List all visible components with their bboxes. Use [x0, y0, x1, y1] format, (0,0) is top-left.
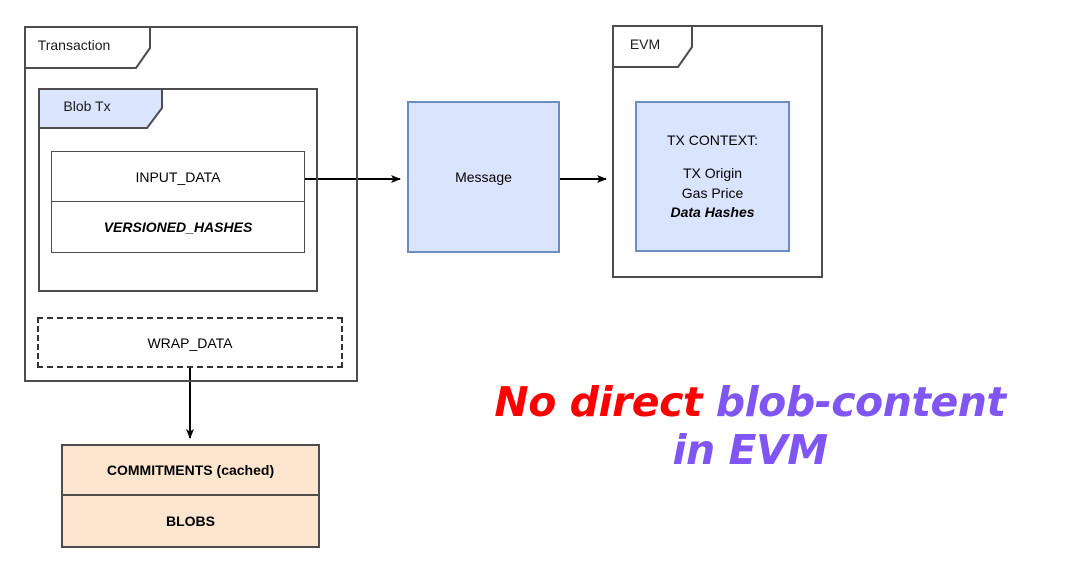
versioned-hashes-box[interactable]: VERSIONED_HASHES — [51, 202, 305, 253]
transaction-tab[interactable]: Transaction — [24, 26, 151, 69]
message-label: Message — [455, 169, 512, 185]
tx-context-item-gas-price: Gas Price — [681, 184, 744, 201]
versioned-hashes-label: VERSIONED_HASHES — [103, 219, 253, 235]
callout-text: No direct blob-content in EVM — [440, 378, 1060, 475]
tx-context-title: TX CONTEXT: — [666, 131, 758, 148]
callout-line1-red: No direct — [494, 378, 702, 426]
callout-line-2: in EVM — [440, 426, 1060, 474]
callout-line2-purple: in EVM — [672, 426, 828, 475]
blob-tx-container — [38, 88, 318, 292]
tx-context-box[interactable]: TX CONTEXT: TX Origin Gas Price Data Has… — [635, 101, 790, 252]
commitments-label: COMMITMENTS (cached) — [106, 462, 275, 478]
evm-container — [612, 25, 823, 278]
wrap-data-label: WRAP_DATA — [147, 334, 233, 351]
blob-tx-tab[interactable]: Blob Tx — [38, 88, 163, 129]
callout-line-1: No direct blob-content — [440, 378, 1060, 426]
evm-tab[interactable]: EVM — [612, 25, 693, 68]
message-box[interactable]: Message — [407, 101, 560, 253]
blobs-box[interactable]: BLOBS — [61, 496, 320, 548]
blobs-label: BLOBS — [166, 513, 215, 529]
transaction-container — [24, 26, 358, 382]
callout-line1-purple: blob-content — [715, 378, 1006, 426]
input-data-box[interactable]: INPUT_DATA — [51, 151, 305, 202]
tx-context-item-data-hashes: Data Hashes — [670, 203, 755, 220]
input-data-label: INPUT_DATA — [135, 168, 221, 185]
commitments-box[interactable]: COMMITMENTS (cached) — [61, 444, 320, 496]
wrap-data-box[interactable]: WRAP_DATA — [37, 317, 343, 368]
tx-context-item-tx-origin: TX Origin — [682, 165, 743, 182]
